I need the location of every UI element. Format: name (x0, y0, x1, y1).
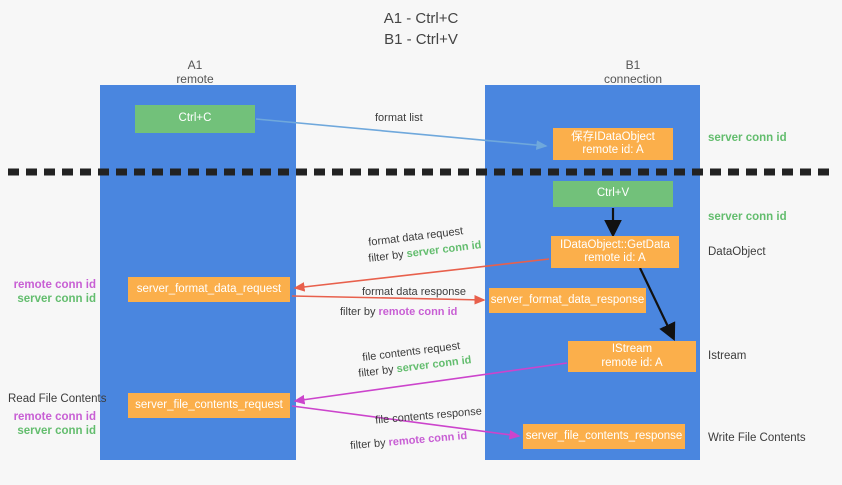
box-istream-line1: IStream (611, 343, 653, 355)
column-header-a1: A1 remote (95, 58, 295, 86)
side-label-server-conn-id-top: server conn id (708, 132, 787, 144)
box-idataobject-getdata[interactable]: IDataObject::GetData remote id: A (551, 236, 679, 268)
box-istream[interactable]: IStream remote id: A (568, 341, 696, 372)
phase-divider (8, 168, 834, 176)
box-server-file-contents-request[interactable]: server_file_contents_request (128, 393, 290, 418)
filter-key-remote-conn-id: remote conn id (388, 429, 468, 449)
box-idataobject-getdata-line2: remote id: A (584, 252, 646, 264)
side-label-istream: Istream (708, 350, 747, 362)
column-header-b1-name: B1 (625, 58, 641, 72)
box-ctrl-v-label: Ctrl+V (596, 187, 630, 200)
edge-label-format-list: format list (375, 112, 423, 124)
box-server-file-contents-response[interactable]: server_file_contents_response (523, 424, 685, 449)
page-title: A1 - Ctrl+C B1 - Ctrl+V (0, 8, 842, 50)
box-save-idataobject-line1: 保存IDataObject (571, 130, 655, 143)
box-ctrl-c[interactable]: Ctrl+C (135, 105, 255, 133)
edge-label-file-contents-response: file contents response (374, 405, 483, 427)
side-label-dataobject: DataObject (708, 246, 766, 258)
edge-label-format-data-response-filter: filter by remote conn id (340, 305, 457, 319)
filter-prefix: filter by (349, 436, 390, 453)
side-label-write-file-contents: Write File Contents (708, 432, 806, 444)
title-line-2: B1 - Ctrl+V (384, 31, 458, 48)
column-header-a1-name: A1 (187, 58, 203, 72)
side-label-conn-ids-top: remote conn id server conn id (8, 278, 96, 306)
column-header-b1-role: connection (603, 72, 663, 86)
box-server-format-data-response[interactable]: server_format_data_response (489, 288, 646, 313)
column-header-b1: B1 connection (533, 58, 733, 86)
box-server-file-contents-request-label: server_file_contents_request (135, 398, 283, 411)
box-server-format-data-request[interactable]: server_format_data_request (128, 277, 290, 302)
box-server-file-contents-response-label: server_file_contents_response (525, 429, 683, 442)
box-save-idataobject-line2: remote id: A (582, 144, 644, 156)
side-label-remote-conn-id-a: remote conn id (13, 279, 96, 291)
box-ctrl-v[interactable]: Ctrl+V (553, 181, 673, 207)
side-label-conn-ids-bottom: remote conn id server conn id (8, 410, 96, 438)
column-header-a1-role: remote (176, 72, 214, 86)
title-line-1: A1 - Ctrl+C (383, 10, 459, 27)
filter-prefix: filter by (340, 306, 379, 318)
filter-prefix: filter by (357, 363, 398, 380)
side-label-server-conn-id-mid: server conn id (708, 211, 787, 223)
box-istream-line2: remote id: A (601, 356, 663, 369)
edge-label-format-data-response: format data response (362, 286, 466, 298)
filter-key-remote-conn-id: remote conn id (378, 306, 458, 318)
side-label-server-conn-id-b: server conn id (17, 425, 96, 437)
filter-prefix: filter by (367, 248, 408, 265)
side-label-read-file-contents: Read File Contents (8, 393, 107, 405)
edge-label-file-contents-response-filter: filter by remote conn id (350, 429, 468, 453)
box-server-format-data-response-label: server_format_data_response (490, 293, 645, 306)
box-idataobject-getdata-line1: IDataObject::GetData (560, 238, 670, 251)
side-label-server-conn-id-a: server conn id (17, 293, 96, 305)
side-label-remote-conn-id-b: remote conn id (13, 411, 96, 423)
box-ctrl-c-label: Ctrl+C (178, 112, 212, 125)
box-server-format-data-request-label: server_format_data_request (136, 282, 282, 295)
box-save-idataobject[interactable]: 保存IDataObject remote id: A (553, 128, 673, 160)
